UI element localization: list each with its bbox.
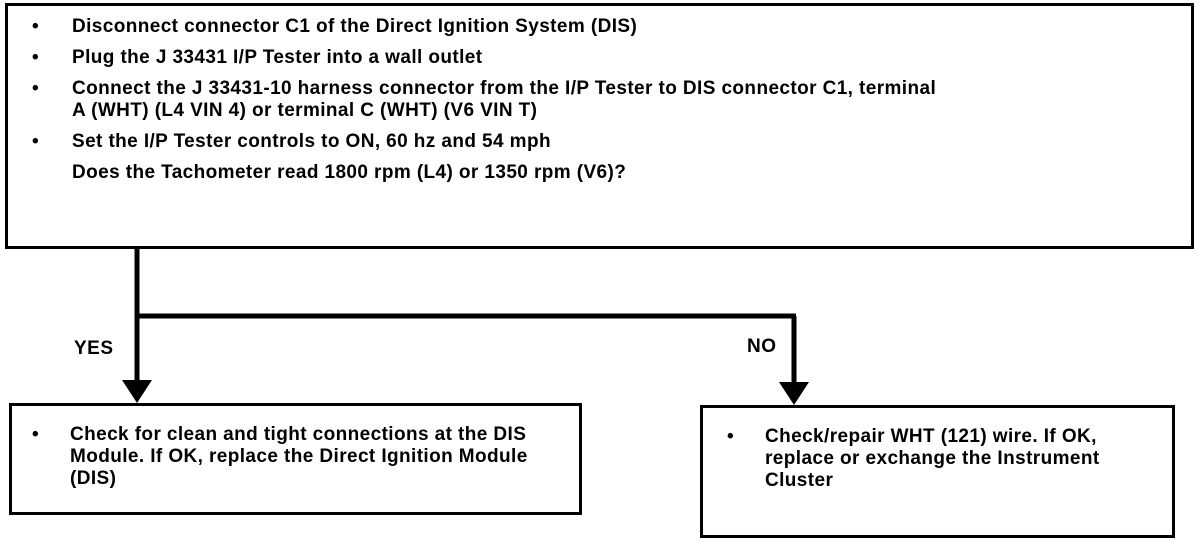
no-arrowhead: [779, 382, 809, 405]
no-result-steps: • Check/repair WHT (121) wire. If OK, re…: [725, 426, 1152, 492]
result-step: • Check/repair WHT (121) wire. If OK, re…: [725, 426, 1125, 492]
step-text: Disconnect connector C1 of the Direct Ig…: [72, 16, 638, 37]
step-text: Set the I/P Tester controls to ON, 60 hz…: [72, 131, 551, 152]
bullet-icon: •: [727, 426, 735, 447]
bullet-icon: •: [32, 78, 40, 99]
bullet-icon: •: [32, 131, 40, 152]
yes-arrowhead: [122, 380, 152, 403]
test-procedure-box: • Disconnect connector C1 of the Direct …: [5, 3, 1194, 249]
yes-branch-label: YES: [74, 338, 114, 359]
result-step: • Check for clean and tight connections …: [30, 424, 540, 490]
no-branch-label: NO: [747, 336, 777, 357]
bullet-icon: •: [32, 424, 40, 445]
bullet-icon: •: [32, 16, 40, 37]
decision-question: Does the Tachometer read 1800 rpm (L4) o…: [72, 162, 627, 183]
step-text: Plug the J 33431 I/P Tester into a wall …: [72, 47, 483, 68]
yes-result-steps: • Check for clean and tight connections …: [30, 424, 559, 490]
procedure-step: • Plug the J 33431 I/P Tester into a wal…: [30, 47, 952, 69]
step-text: Connect the J 33431-10 harness connector…: [72, 78, 937, 121]
procedure-step: • Disconnect connector C1 of the Direct …: [30, 16, 952, 38]
yes-result-box: • Check for clean and tight connections …: [9, 403, 582, 515]
result-text: Check/repair WHT (121) wire. If OK, repl…: [765, 426, 1100, 491]
procedure-step: • Set the I/P Tester controls to ON, 60 …: [30, 131, 952, 153]
bullet-icon: •: [32, 47, 40, 68]
procedure-step: • Connect the J 33431-10 harness connect…: [30, 78, 952, 122]
procedure-steps: • Disconnect connector C1 of the Direct …: [30, 16, 1171, 153]
result-text: Check for clean and tight connections at…: [70, 424, 528, 489]
no-result-box: • Check/repair WHT (121) wire. If OK, re…: [700, 405, 1175, 538]
